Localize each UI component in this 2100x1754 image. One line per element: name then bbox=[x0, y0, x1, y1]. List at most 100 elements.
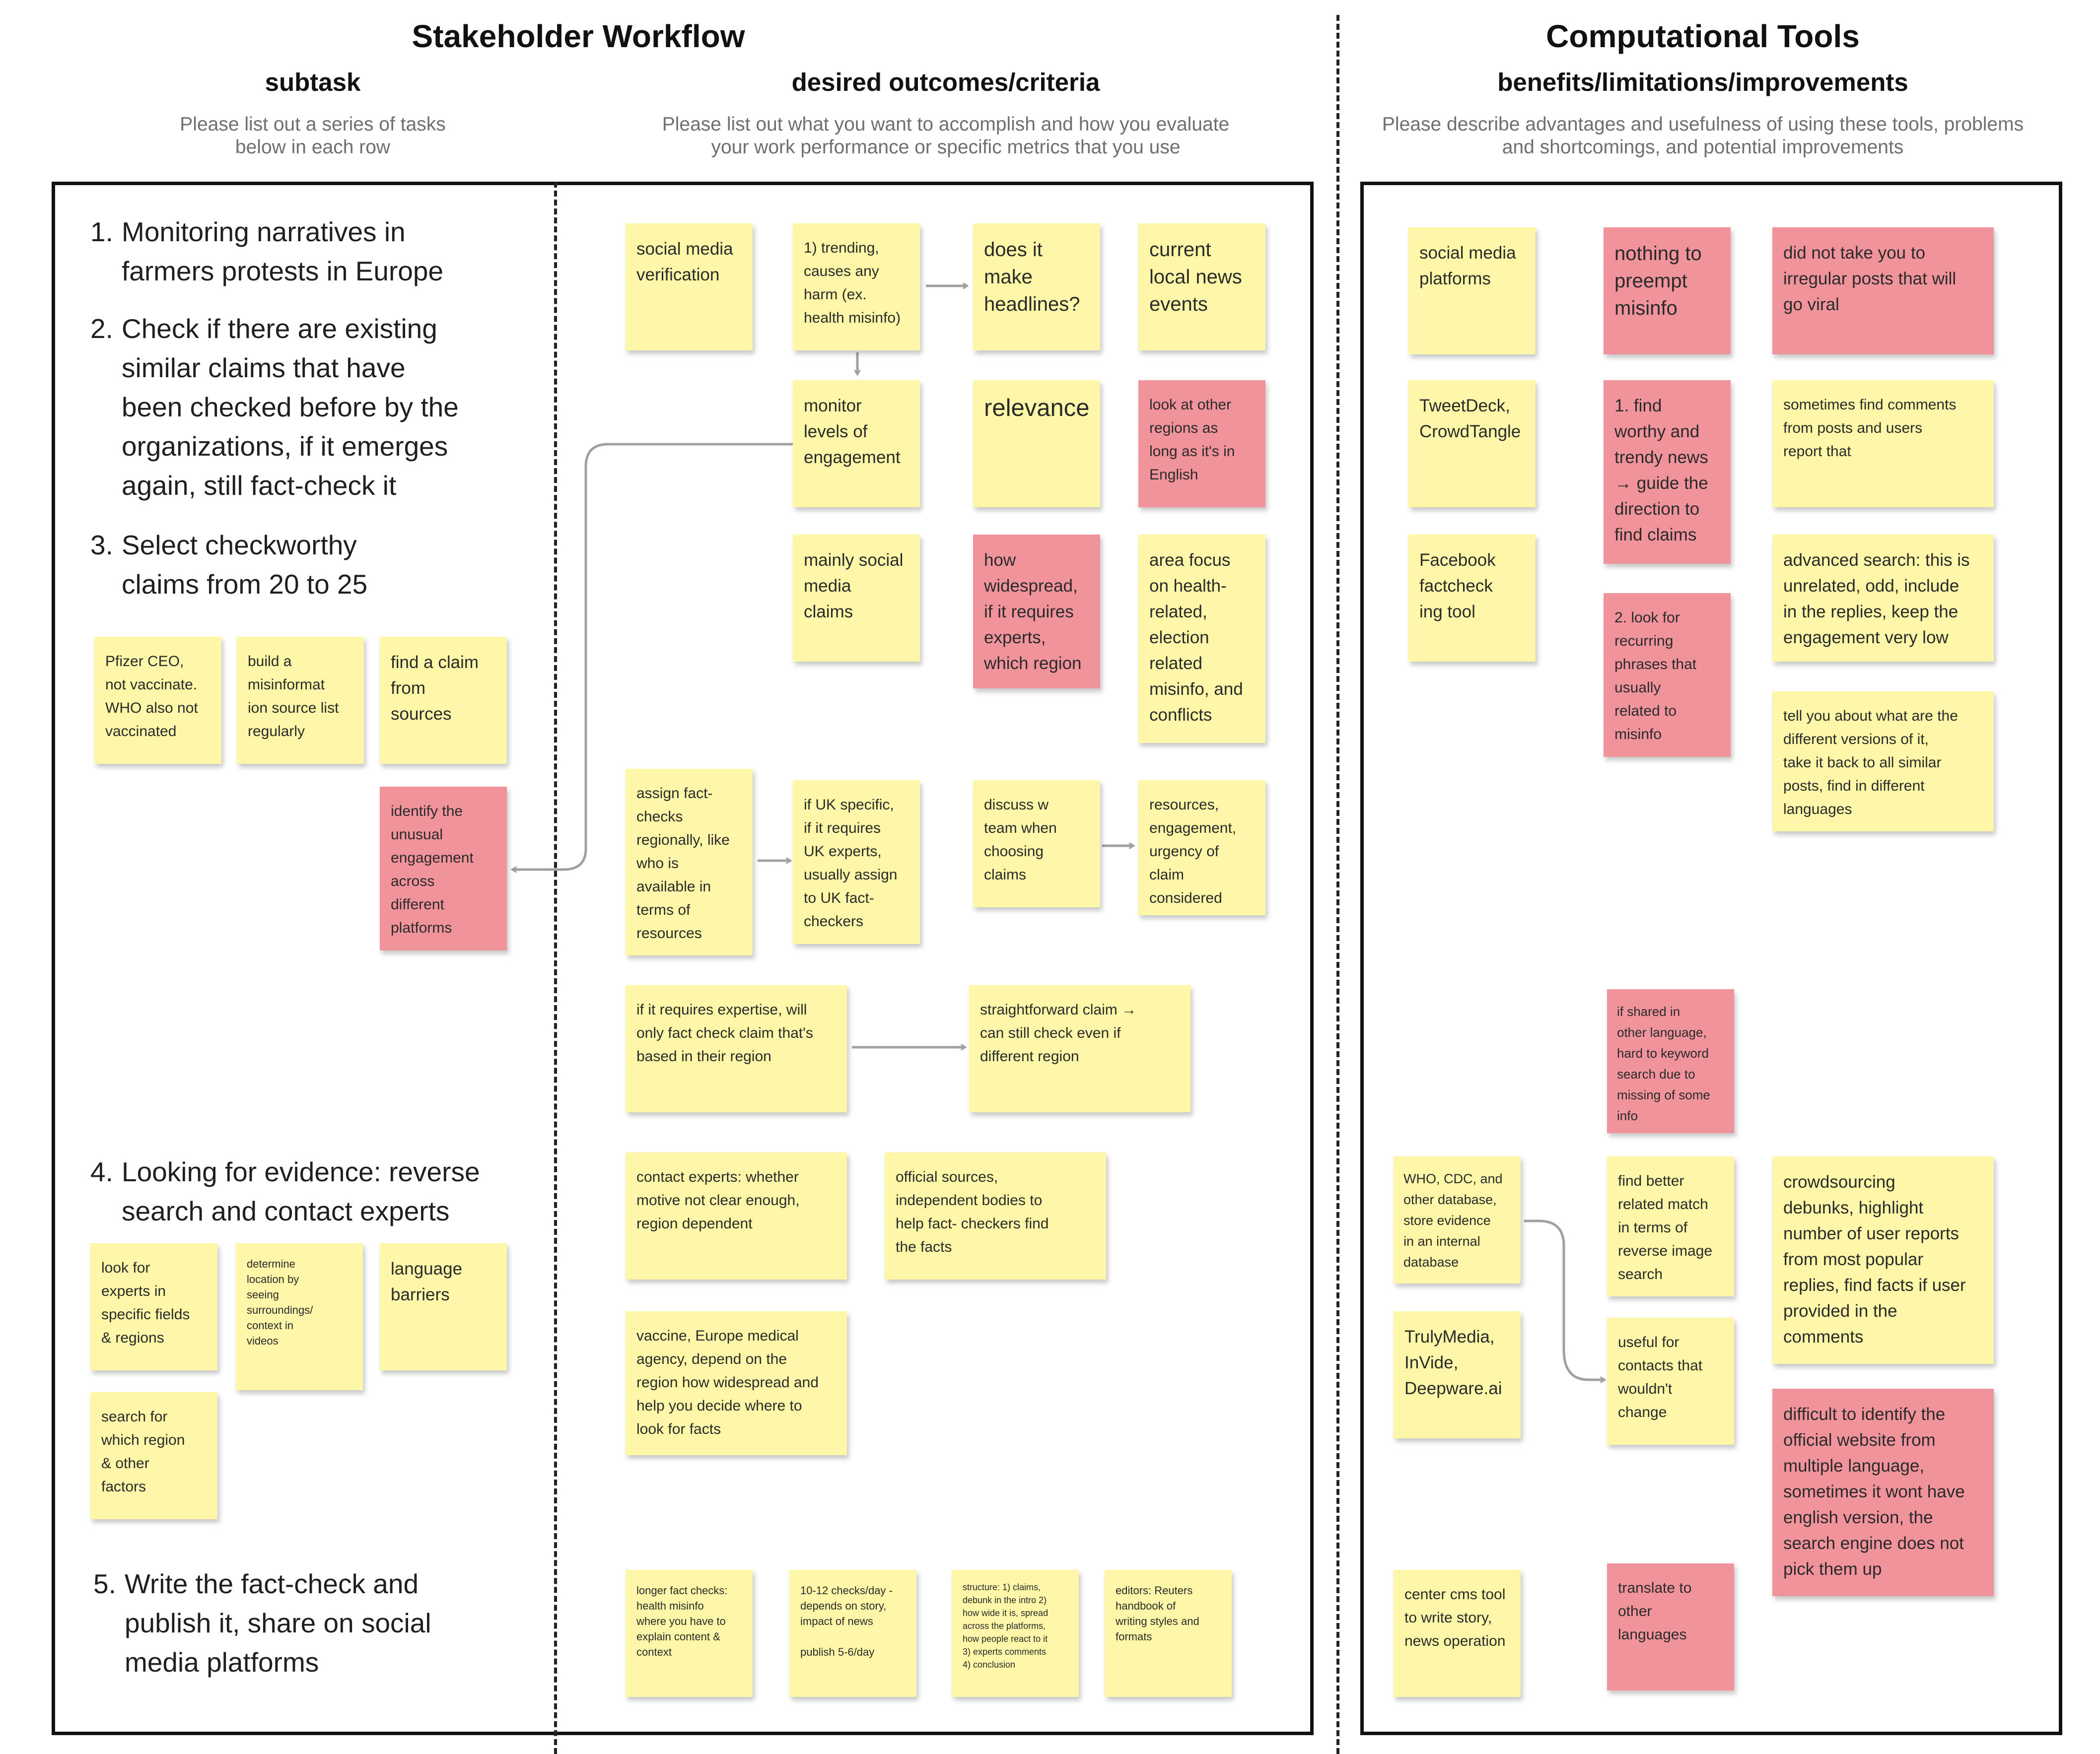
note-text: did not take you to irregular posts that… bbox=[1783, 243, 1957, 314]
sticky-note[interactable]: resources, engagement, urgency of claim … bbox=[1138, 780, 1265, 915]
stakeholder-panel bbox=[52, 182, 1314, 1735]
sticky-note[interactable]: 1. find worthy and trendy news → guide t… bbox=[1604, 380, 1731, 564]
note-text: language barriers bbox=[391, 1259, 463, 1304]
sticky-note[interactable]: did not take you to irregular posts that… bbox=[1772, 227, 1994, 354]
sticky-note[interactable]: TweetDeck, CrowdTangle bbox=[1408, 380, 1536, 507]
sticky-note[interactable]: if it requires expertise, will only fact… bbox=[626, 985, 847, 1112]
sticky-note[interactable]: tell you about what are the different ve… bbox=[1772, 691, 1994, 831]
sticky-note[interactable]: social media verification bbox=[626, 223, 753, 350]
note-text: structure: 1) claims, debunk in the intr… bbox=[963, 1582, 1049, 1670]
sticky-note[interactable]: search for which region & other factors bbox=[90, 1392, 217, 1519]
tools-panel bbox=[1360, 182, 2062, 1735]
sticky-note[interactable]: build a misinformat ion source list regu… bbox=[237, 637, 364, 764]
note-text: social media platforms bbox=[1419, 243, 1516, 288]
sticky-note[interactable]: discuss w team when choosing claims bbox=[973, 780, 1100, 907]
task-5-text: Write the fact-check and publish it, sha… bbox=[125, 1568, 431, 1678]
note-text: WHO, CDC, and other database, store evid… bbox=[1403, 1171, 1503, 1270]
note-text: longer fact checks: health misinfo where… bbox=[636, 1584, 728, 1658]
note-text: straightforward claim → can still check … bbox=[980, 1002, 1137, 1065]
sticky-note[interactable]: look at other regions as long as it's in… bbox=[1138, 380, 1265, 507]
sticky-note[interactable]: identify the unusual engagement across d… bbox=[380, 787, 507, 950]
sticky-note[interactable]: find better related match in terms of re… bbox=[1607, 1156, 1734, 1296]
note-text: editors: Reuters handbook of writing sty… bbox=[1116, 1584, 1199, 1643]
task-1: 1. Monitoring narratives in farmers prot… bbox=[90, 212, 537, 291]
task-2-number: 2. bbox=[90, 313, 113, 344]
note-text: vaccine, Europe medical agency, depend o… bbox=[636, 1328, 819, 1437]
note-text: TrulyMedia, InVide, Deepware.ai bbox=[1404, 1327, 1502, 1398]
note-text: look for experts in specific fields & re… bbox=[101, 1260, 190, 1346]
note-text: mainly social media claims bbox=[804, 550, 904, 621]
sticky-note[interactable]: difficult to identify the official websi… bbox=[1772, 1389, 1994, 1596]
sticky-note[interactable]: crowdsourcing debunks, highlight number … bbox=[1772, 1156, 1994, 1364]
sticky-note[interactable]: if UK specific, if it requires UK expert… bbox=[793, 780, 920, 944]
task-3: 3. Select checkworthy claims from 20 to … bbox=[90, 526, 537, 604]
sticky-note[interactable]: straightforward claim → can still check … bbox=[969, 985, 1190, 1112]
sticky-note[interactable]: official sources, independent bodies to … bbox=[885, 1152, 1106, 1280]
sticky-note[interactable]: WHO, CDC, and other database, store evid… bbox=[1394, 1156, 1521, 1283]
computational-tools-title: Computational Tools bbox=[1546, 18, 1860, 54]
sticky-note[interactable]: 1) trending, causes any harm (ex. health… bbox=[793, 223, 920, 350]
sticky-note[interactable]: determine location by seeing surrounding… bbox=[236, 1243, 363, 1390]
sticky-note[interactable]: assign fact- checks regionally, like who… bbox=[626, 769, 753, 955]
note-text: determine location by seeing surrounding… bbox=[247, 1258, 313, 1347]
note-text: if it requires expertise, will only fact… bbox=[636, 1002, 813, 1065]
sticky-note[interactable]: useful for contacts that wouldn't change bbox=[1607, 1318, 1734, 1445]
sticky-note[interactable]: TrulyMedia, InVide, Deepware.ai bbox=[1394, 1311, 1521, 1438]
note-text: translate to other languages bbox=[1618, 1580, 1692, 1643]
sticky-note[interactable]: 10-12 checks/day - depends on story, imp… bbox=[789, 1570, 916, 1697]
sticky-note[interactable]: language barriers bbox=[380, 1243, 507, 1370]
note-text: look at other regions as long as it's in… bbox=[1149, 397, 1235, 483]
task-3-text: Select checkworthy claims from 20 to 25 bbox=[122, 530, 368, 600]
sticky-note[interactable]: sometimes find comments from posts and u… bbox=[1772, 380, 1994, 507]
sticky-note[interactable]: translate to other languages bbox=[1607, 1563, 1734, 1690]
sticky-note[interactable]: how widespread, if it requires experts, … bbox=[973, 535, 1100, 688]
sticky-note[interactable]: contact experts: whether motive not clea… bbox=[626, 1152, 847, 1280]
note-text: crowdsourcing debunks, highlight number … bbox=[1783, 1172, 1966, 1347]
note-text: social media verification bbox=[636, 239, 733, 284]
note-text: does it make headlines? bbox=[984, 239, 1080, 315]
note-text: find a claim from sources bbox=[391, 653, 479, 724]
note-text: identify the unusual engagement across d… bbox=[391, 803, 474, 936]
sticky-note[interactable]: 2. look for recurring phrases that usual… bbox=[1604, 593, 1731, 757]
sticky-note[interactable]: Pfizer CEO, not vaccinate. WHO also not … bbox=[94, 637, 221, 764]
sticky-note[interactable]: center cms tool to write story, news ope… bbox=[1394, 1570, 1521, 1697]
task-1-number: 1. bbox=[90, 216, 113, 247]
sticky-note[interactable]: look for experts in specific fields & re… bbox=[90, 1243, 217, 1370]
task-3-number: 3. bbox=[90, 530, 113, 560]
note-text: 10-12 checks/day - depends on story, imp… bbox=[800, 1584, 893, 1658]
subtask-instructions: Please list out a series of tasks below … bbox=[180, 114, 446, 158]
task-4-number: 4. bbox=[90, 1156, 113, 1187]
sticky-note[interactable]: if shared in other language, hard to key… bbox=[1607, 989, 1734, 1133]
sticky-note[interactable]: monitor levels of engagement bbox=[793, 380, 920, 507]
sticky-note[interactable]: current local news events bbox=[1138, 223, 1265, 350]
note-text: if UK specific, if it requires UK expert… bbox=[804, 797, 898, 930]
sticky-note[interactable]: relevance bbox=[973, 380, 1100, 507]
sticky-note[interactable]: Facebook factcheck ing tool bbox=[1408, 535, 1536, 662]
sticky-note[interactable]: social media platforms bbox=[1408, 227, 1536, 354]
benefits-header: benefits/limitations/improvements bbox=[1497, 68, 1908, 96]
note-text: useful for contacts that wouldn't change bbox=[1618, 1334, 1703, 1420]
task-5: 5. Write the fact-check and publish it, … bbox=[93, 1564, 540, 1682]
sticky-note[interactable]: structure: 1) claims, debunk in the intr… bbox=[952, 1570, 1079, 1697]
note-text: Pfizer CEO, not vaccinate. WHO also not … bbox=[105, 653, 198, 740]
note-text: 2. look for recurring phrases that usual… bbox=[1614, 609, 1697, 742]
subtask-header: subtask bbox=[265, 68, 361, 96]
task-1-text: Monitoring narratives in farmers protest… bbox=[122, 216, 444, 286]
note-text: advanced search: this is unrelated, odd,… bbox=[1783, 550, 1970, 647]
sticky-note[interactable]: advanced search: this is unrelated, odd,… bbox=[1772, 535, 1994, 662]
subtask-divider bbox=[554, 182, 557, 1754]
note-text: TweetDeck, CrowdTangle bbox=[1419, 396, 1521, 441]
sticky-note[interactable]: nothing to preempt misinfo bbox=[1604, 227, 1731, 354]
task-2: 2. Check if there are existing similar c… bbox=[90, 309, 537, 505]
sticky-note[interactable]: mainly social media claims bbox=[793, 535, 920, 662]
sticky-note[interactable]: vaccine, Europe medical agency, depend o… bbox=[626, 1311, 847, 1455]
note-text: relevance bbox=[984, 395, 1090, 421]
sticky-note[interactable]: find a claim from sources bbox=[380, 637, 507, 764]
sticky-note[interactable]: area focus on health- related, election … bbox=[1138, 535, 1265, 743]
outcomes-header: desired outcomes/criteria bbox=[791, 68, 1100, 96]
arrow-who-to-useful bbox=[1524, 1219, 1605, 1380]
sticky-note[interactable]: longer fact checks: health misinfo where… bbox=[626, 1570, 753, 1697]
sticky-note[interactable]: editors: Reuters handbook of writing sty… bbox=[1105, 1570, 1232, 1697]
sticky-note[interactable]: does it make headlines? bbox=[973, 223, 1100, 350]
